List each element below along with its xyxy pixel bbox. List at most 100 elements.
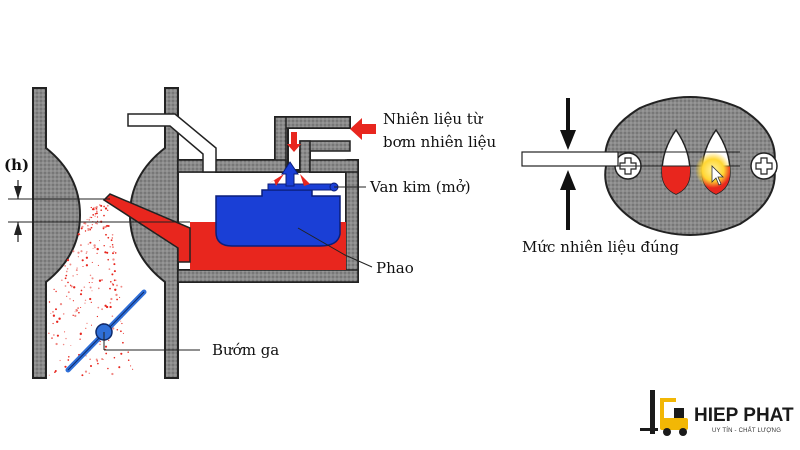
- fuel-droplet: [100, 204, 103, 207]
- fuel-droplet: [111, 237, 113, 239]
- fuel-droplet: [68, 356, 70, 358]
- fuel-droplet: [53, 334, 55, 336]
- fuel-droplet: [82, 265, 84, 268]
- fuel-droplet: [108, 268, 111, 270]
- fuel-droplet: [94, 206, 96, 208]
- fuel-droplet: [67, 291, 70, 294]
- venturi-left-wall: [32, 87, 82, 379]
- fuel-droplet: [106, 224, 109, 227]
- fuel-droplet: [81, 225, 84, 228]
- fuel-droplet: [109, 287, 111, 290]
- fuel-droplet: [107, 367, 109, 370]
- leader-lines: [103, 186, 373, 351]
- fuel-droplet: [96, 210, 98, 212]
- brand-logo: HIEP PHAT UY TÍN - CHẤT LƯỢNG: [640, 390, 794, 436]
- fuel-droplet: [100, 209, 103, 212]
- fuel-droplet: [120, 320, 122, 322]
- float-arm: [267, 183, 333, 191]
- fuel-droplet: [72, 314, 74, 317]
- fuel-droplet: [94, 246, 96, 249]
- fuel-level-left: [662, 166, 690, 194]
- fuel-droplet: [78, 311, 80, 314]
- fuel-droplet: [84, 302, 86, 304]
- fuel-droplet: [93, 207, 95, 209]
- forklift-icon: [640, 390, 688, 436]
- fuel-droplet: [116, 298, 118, 301]
- fuel-droplet: [111, 273, 114, 276]
- fuel-droplet: [100, 278, 104, 282]
- fuel-droplet: [84, 370, 88, 373]
- fuel-droplet: [55, 290, 57, 293]
- fuel-droplet: [104, 304, 107, 307]
- fuel-droplet: [61, 279, 63, 281]
- fuel-droplet: [93, 244, 96, 247]
- bottom-arrow-head: [560, 170, 576, 190]
- fuel-droplet: [90, 206, 92, 209]
- fuel-droplet: [116, 329, 119, 331]
- fuel-droplet: [72, 250, 75, 253]
- needle-valve-label: Van kim (mở): [369, 178, 471, 196]
- fuel-droplet: [127, 351, 129, 353]
- fuel-droplet: [86, 251, 88, 253]
- top-arrow-head: [560, 130, 576, 150]
- out-left-arrow: [268, 174, 284, 186]
- fuel-droplet: [69, 298, 71, 300]
- fuel-nozzle: [102, 193, 191, 263]
- fuel-droplet: [84, 222, 87, 225]
- fuel-droplet: [113, 279, 116, 282]
- fuel-droplet: [70, 344, 72, 347]
- fuel-droplet: [74, 314, 77, 317]
- bowl-top-left: [177, 159, 287, 173]
- fuel-droplet: [72, 275, 74, 277]
- fuel-droplet: [109, 245, 112, 248]
- fuel-droplet: [93, 208, 95, 211]
- fuel-droplet: [86, 218, 88, 221]
- fuel-droplet: [94, 215, 96, 217]
- fuel-droplet: [95, 358, 98, 361]
- bowl-right-wall: [345, 159, 359, 283]
- fuel-droplet: [104, 251, 107, 254]
- fuel-droplet: [81, 374, 84, 377]
- fuel-droplet: [103, 205, 105, 208]
- fuel-droplet: [110, 239, 113, 242]
- fuel-droplet: [90, 226, 93, 229]
- fuel-droplet: [66, 268, 69, 270]
- fuel-droplet: [111, 282, 114, 285]
- fuel-droplet: [54, 370, 57, 372]
- fuel-droplet: [69, 284, 72, 286]
- fuel-droplet: [114, 288, 117, 291]
- fuel-droplet: [104, 207, 108, 210]
- fuel-droplet: [66, 295, 68, 297]
- fuel-droplet: [90, 301, 92, 303]
- fuel-droplet: [102, 227, 105, 230]
- fuel-droplet: [73, 286, 76, 289]
- fuel-droplet: [52, 314, 56, 317]
- right-screw-icon: [750, 152, 778, 180]
- fuel-droplet: [92, 214, 95, 216]
- fuel-droplet: [64, 365, 67, 368]
- fuel-droplet: [48, 374, 50, 376]
- fuel-droplet: [77, 233, 80, 236]
- fuel-droplet: [91, 277, 93, 279]
- sight-glass-diagram: Mức nhiên liệu đúng: [521, 96, 778, 256]
- fuel-droplet: [62, 343, 65, 346]
- needle-valve: [281, 161, 299, 187]
- fuel-droplet: [106, 251, 109, 254]
- fuel-droplet: [119, 296, 121, 298]
- fuel-droplet: [64, 331, 66, 333]
- fuel-droplet: [112, 252, 114, 255]
- fuel-droplet: [98, 240, 101, 242]
- fuel-droplet: [85, 264, 89, 267]
- fuel-droplet: [109, 280, 112, 283]
- throttle-valve: [65, 289, 147, 373]
- fuel-droplet: [76, 267, 78, 269]
- inlet-wall-right: [299, 140, 311, 173]
- fuel-droplet: [113, 251, 115, 253]
- fuel-droplet: [88, 218, 90, 220]
- fuel-droplet: [89, 241, 92, 244]
- fuel-droplet: [50, 312, 52, 314]
- fuel-droplet: [96, 220, 99, 222]
- fuel-droplet: [70, 285, 73, 288]
- fuel-droplet: [58, 317, 61, 320]
- fuel-droplet: [65, 274, 68, 277]
